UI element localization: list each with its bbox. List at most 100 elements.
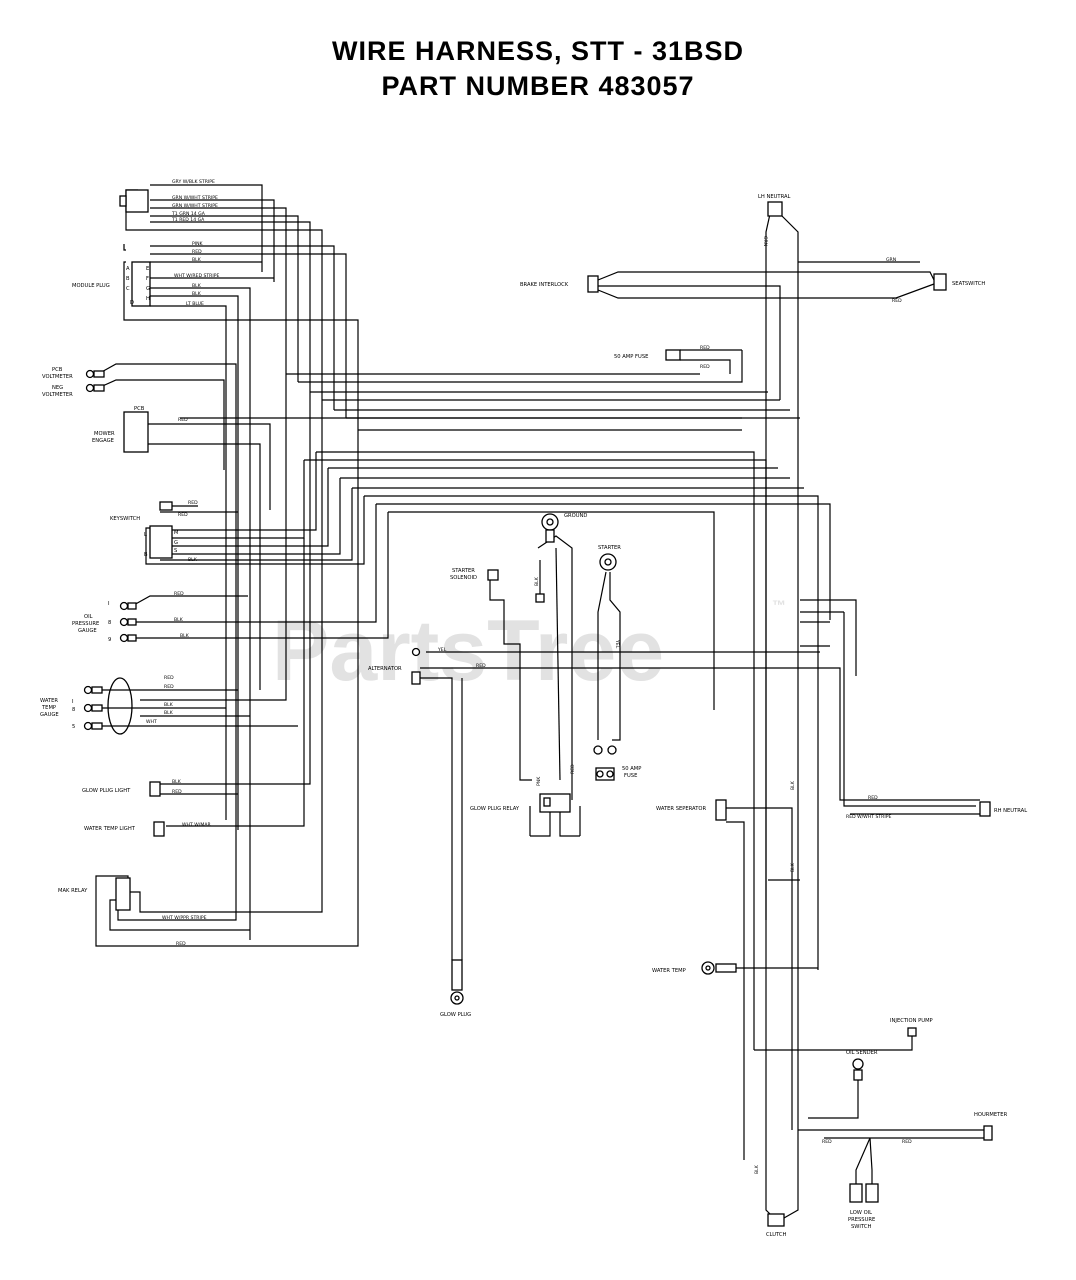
wire-label-red-hour-2: RED <box>902 1139 912 1145</box>
fuse-50amp-mid-label-2: FUSE <box>624 773 637 779</box>
wire-label-blk-oil-2: BLK <box>180 633 190 639</box>
water-gauge-pin-5: 5 <box>72 724 75 730</box>
wire-label-red-wht-rh: RED W/WHT STRIPE <box>846 814 891 820</box>
module-plug-connector <box>131 261 151 307</box>
water-seperator-connector <box>715 799 727 821</box>
water-temp-gauge-label-1: WATER <box>40 698 58 704</box>
wire-label-red-seat: RED <box>892 298 902 304</box>
oil-gauge-pin-8: 8 <box>108 620 111 626</box>
wire-label-grn-wht: GRN W/WHT STRIPE <box>172 195 218 201</box>
module-plug-pin-g: G <box>146 286 150 292</box>
oil-sender-label: OIL SENDER <box>846 1050 878 1056</box>
seatswitch-connector <box>933 273 947 291</box>
top-left-plug-connector <box>125 189 149 213</box>
wire-label-lt-blue: LT BLUE <box>186 301 204 307</box>
injection-pump-label: INJECTION PUMP <box>890 1018 933 1024</box>
wire-label-red-alt: RED <box>476 663 486 669</box>
fuse-50amp-mid-label-1: 50 AMP <box>622 766 641 772</box>
components: MODULE PLUG A B C D E F G H PCB VOLTMETE… <box>40 189 1027 1238</box>
injection-pump-connector <box>907 1027 917 1037</box>
wire-label-t1-red: T1 RED 14 GA <box>171 217 205 223</box>
wire-label-blk-wt: BLK <box>164 702 174 708</box>
module-plug-pin-d: D <box>130 300 134 306</box>
brake-interlock-label: BRAKE INTERLOCK <box>520 282 569 288</box>
module-plug-pin-h: H <box>146 296 150 302</box>
seatswitch-label: SEATSWITCH <box>952 281 985 287</box>
keyswitch-pin-g: G <box>174 540 178 546</box>
wire-label-wht-maroon: WHT W/MAR <box>182 822 211 828</box>
module-plug-label: MODULE PLUG <box>72 283 110 289</box>
starter-label: STARTER <box>598 545 621 551</box>
wire-label-red-1: RED <box>192 249 202 255</box>
glow-plug-light-label: GLOW PLUG LIGHT <box>82 788 131 794</box>
oil-pressure-gauge-label-3: GAUGE <box>78 628 97 634</box>
starter-solenoid <box>487 569 499 581</box>
water-temp-light <box>153 821 165 837</box>
keyswitch-pin-s: S <box>174 548 177 554</box>
pcb-voltmeter-label-2: VOLTMETER <box>42 374 73 380</box>
clutch-label: CLUTCH <box>766 1232 787 1238</box>
glow-plug-label: GLOW PLUG <box>440 1012 471 1018</box>
wire-label-red-rh: RED <box>868 795 878 801</box>
water-temp-gauge-label-3: GAUGE <box>40 712 59 718</box>
wire-label-red-mower: RED <box>178 417 188 423</box>
starter-solenoid-label-2: SOLENOID <box>450 575 477 581</box>
wire-label-blk-gpl: BLK <box>172 779 182 785</box>
wire-label-blk-2: BLK <box>192 283 202 289</box>
pcb-voltmeter-terminal <box>85 369 95 379</box>
wire-label-red-gpr: RED <box>570 764 576 774</box>
oil-sender <box>852 1058 864 1070</box>
wire-label-blk-oil-1: BLK <box>174 617 184 623</box>
wire-label-red-key-1: RED <box>188 500 198 506</box>
mak-relay <box>115 877 131 911</box>
pcb-label: PCB <box>134 406 145 412</box>
lh-neutral-connector <box>767 201 783 217</box>
keyswitch-pin-m: M <box>174 530 178 536</box>
alternator-terminal <box>411 647 421 657</box>
ground-label: GROUND <box>564 513 587 519</box>
wire-label-gry-blk: GRY W/BLK STRIPE <box>172 179 215 185</box>
mak-relay-label: MAK RELAY <box>58 888 88 894</box>
rh-neutral-connector <box>979 801 991 817</box>
watermark-trademark: ™ <box>772 597 786 613</box>
module-plug-pin-b: B <box>126 276 130 282</box>
keyswitch-pin-l: L <box>144 532 147 538</box>
module-plug-pin-c: C <box>126 286 130 292</box>
diagram-title-line-1: WIRE HARNESS, STT - 31BSD <box>331 36 745 66</box>
oil-gauge-pin-9: 9 <box>108 637 111 643</box>
wire-label-wht-red: WHT W/RED STRIPE <box>174 273 219 279</box>
wire-label-red-hour-1: RED <box>822 1139 832 1145</box>
wire-label-t1-grn: T1 GRN 14 GA <box>171 211 206 217</box>
wire-label-blk-ws: BLK <box>790 780 796 790</box>
keyswitch <box>149 525 173 559</box>
glow-plug-relay-label: GLOW PLUG RELAY <box>470 806 520 812</box>
wire-label-blk-1: BLK <box>192 257 202 263</box>
wire-label-red-key-2: RED <box>178 512 188 518</box>
wire-label-yel-alt: YEL <box>437 647 447 653</box>
wire-label-blk-ws-2: BLK <box>790 862 796 872</box>
wire-harness <box>95 184 984 1219</box>
wire-label-blk-wt-2: BLK <box>164 710 174 716</box>
wire-label-red-wt-2: RED <box>164 684 174 690</box>
low-oil-pressure-switch-label-3: SWITCH <box>851 1224 871 1230</box>
brake-interlock-connector <box>587 275 599 293</box>
module-plug-pin-e: E <box>146 266 149 272</box>
wire-label-pink: PINK <box>192 241 204 247</box>
keyswitch-label: KEYSWITCH <box>110 516 140 522</box>
rh-neutral-label: RH NEUTRAL <box>994 808 1027 814</box>
mower-engage-label-2: ENGAGE <box>92 438 114 444</box>
starter-solenoid-label-1: STARTER <box>452 568 475 574</box>
hourmeter-label: HOURMETER <box>974 1112 1008 1118</box>
low-oil-pressure-switch-label-1: LOW OIL <box>850 1210 872 1216</box>
module-plug-pin-a: A <box>126 266 130 272</box>
watermark: PartsTree <box>272 603 664 699</box>
glow-plug-light <box>149 781 161 797</box>
water-temp-light-label: WATER TEMP LIGHT <box>84 826 136 832</box>
glow-plug-connector <box>451 959 463 991</box>
neg-voltmeter-label-2: VOLTMETER <box>42 392 73 398</box>
wire-label-blk-sol: BLK <box>534 576 540 586</box>
wire-label-red-gpl: RED <box>172 789 182 795</box>
module-plug-pin-f: F <box>146 276 149 282</box>
oil-pressure-gauge-label-2: PRESSURE <box>72 621 99 627</box>
